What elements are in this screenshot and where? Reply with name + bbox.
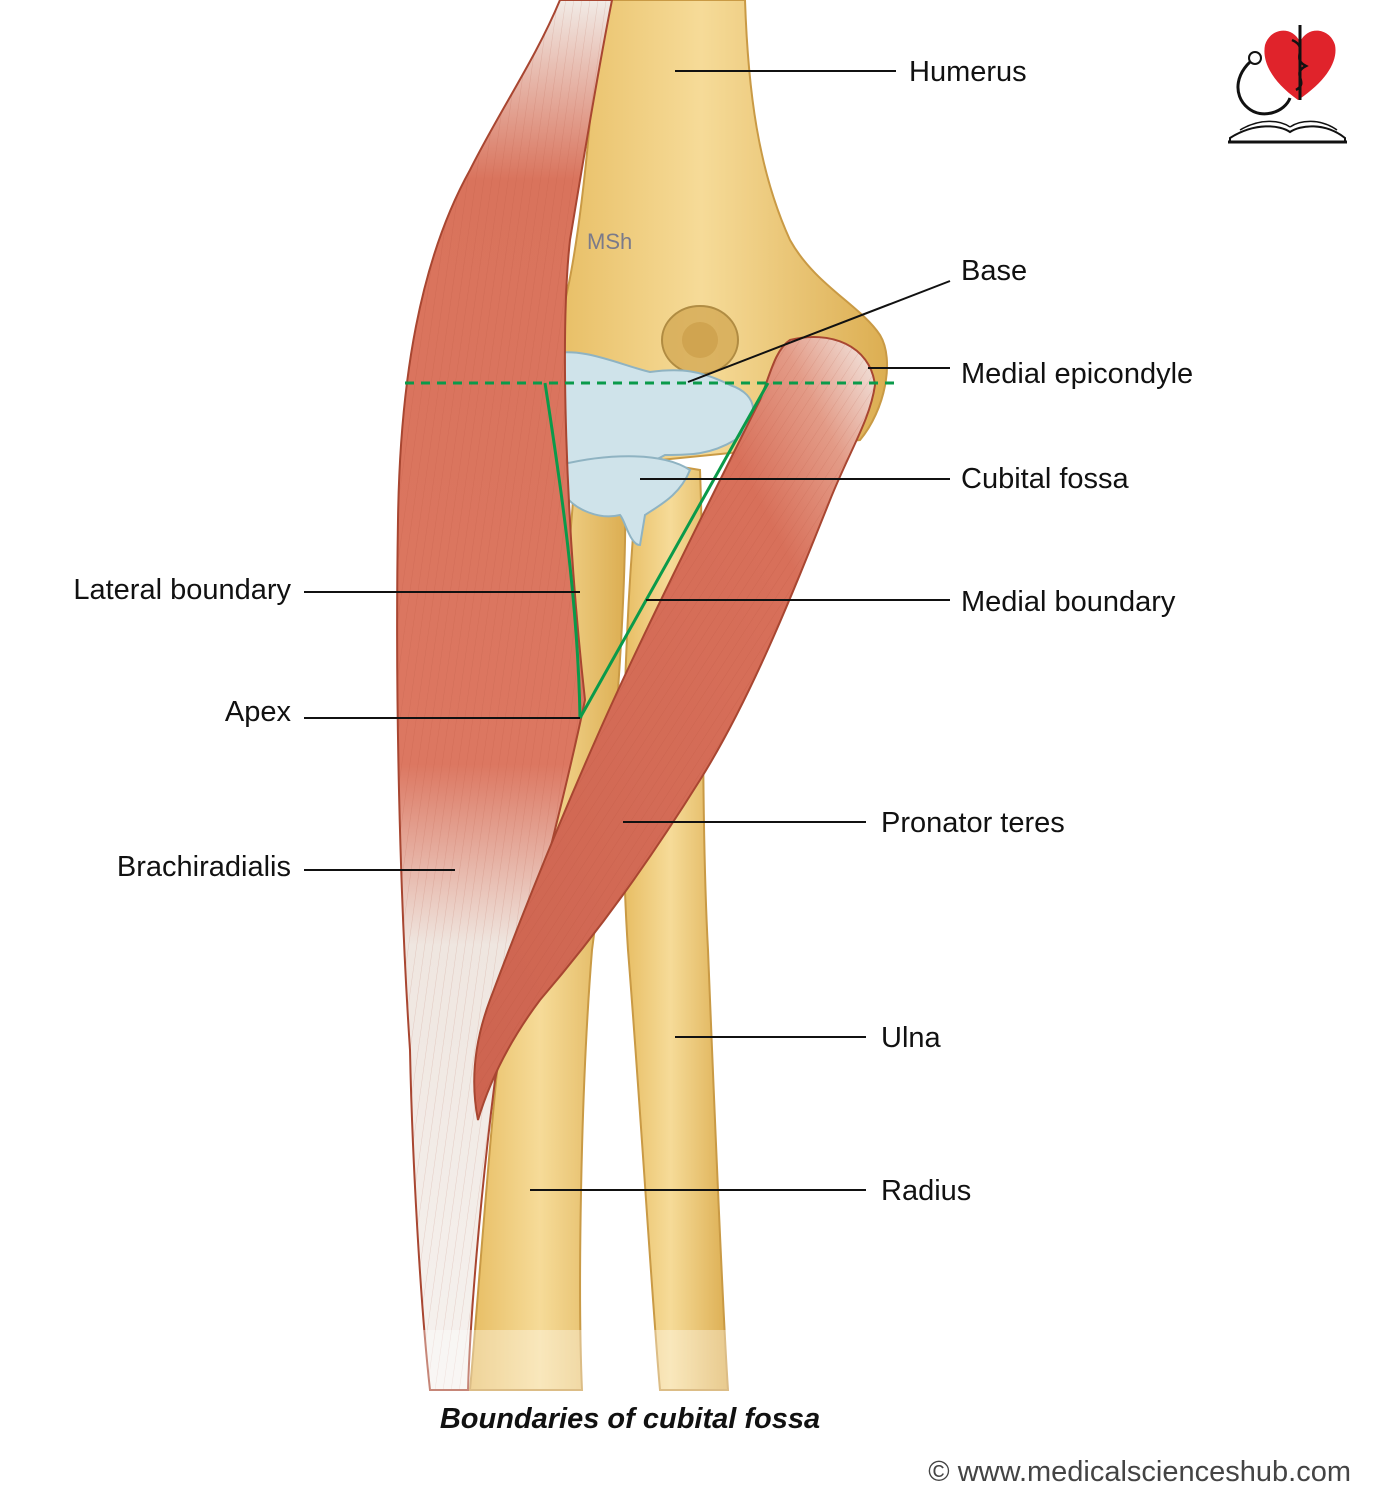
- label-lateral-boundary: Lateral boundary: [73, 574, 291, 606]
- heart-caduceus-book-logo: [1228, 25, 1347, 144]
- lateral-boundary-line: [543, 382, 582, 719]
- label-medial-boundary: Medial boundary: [961, 586, 1176, 618]
- leader-base: [687, 280, 951, 383]
- label-pronator-teres: Pronator teres: [881, 807, 1065, 839]
- watermark: MSh: [587, 229, 633, 254]
- label-radius: Radius: [881, 1175, 972, 1207]
- label-brachiradialis: Brachiradialis: [116, 851, 291, 883]
- leader-lines: [304, 70, 951, 1191]
- medial-boundary-line: [578, 382, 770, 719]
- label-base: Base: [961, 255, 1028, 287]
- label-ulna: Ulna: [881, 1022, 941, 1054]
- label-medial-epicondyle: Medial epicondyle: [961, 358, 1194, 390]
- label-humerus: Humerus: [909, 56, 1027, 88]
- label-apex: Apex: [224, 696, 291, 728]
- copyright-notice: © www.medicalscienceshub.com: [928, 1456, 1351, 1488]
- label-cubital-fossa: Cubital fossa: [961, 463, 1129, 495]
- figure-caption: Boundaries of cubital fossa: [439, 1403, 821, 1435]
